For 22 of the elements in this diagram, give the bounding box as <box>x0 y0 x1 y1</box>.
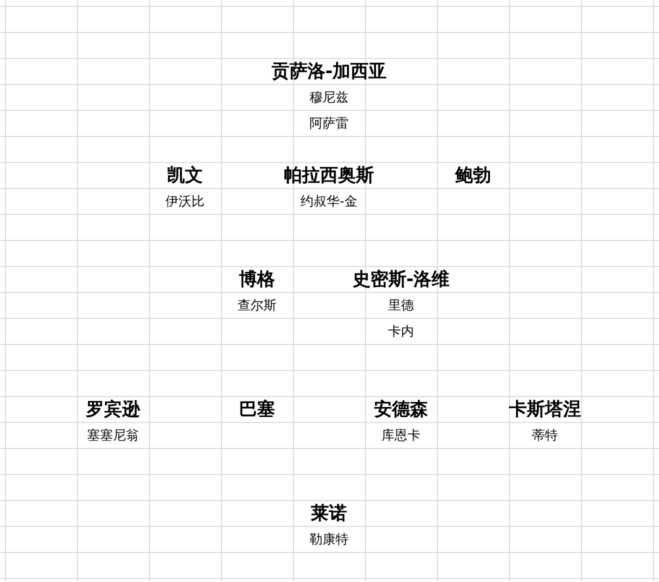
player-name: 卡斯塔涅 <box>509 401 581 419</box>
player-name: 安德森 <box>374 401 428 419</box>
substitute-name: 查尔斯 <box>238 300 276 312</box>
substitute-name: 伊沃比 <box>166 196 204 208</box>
player-name: 帕拉西奥斯 <box>284 167 374 185</box>
player-name: 史密斯-洛维 <box>352 271 450 289</box>
player-name: 鲍勃 <box>455 167 491 185</box>
substitute-name: 库恩卡 <box>382 430 420 442</box>
player-name: 博格 <box>239 271 275 289</box>
substitute-name: 约叔华-金 <box>300 196 358 208</box>
substitute-name: 里德 <box>388 300 414 312</box>
player-name: 罗宾逊 <box>86 401 140 419</box>
player-name: 凯文 <box>167 167 203 185</box>
substitute-name: 塞塞尼翁 <box>87 430 139 442</box>
player-name: 莱诺 <box>311 505 347 523</box>
substitute-name: 阿萨雷 <box>310 118 348 130</box>
player-name: 贡萨洛-加西亚 <box>271 63 387 81</box>
substitute-name: 卡内 <box>388 326 414 338</box>
substitute-name: 蒂特 <box>532 430 558 442</box>
substitute-name: 勒康特 <box>310 534 348 546</box>
player-name: 巴塞 <box>239 401 275 419</box>
substitute-name: 穆尼兹 <box>310 92 348 104</box>
